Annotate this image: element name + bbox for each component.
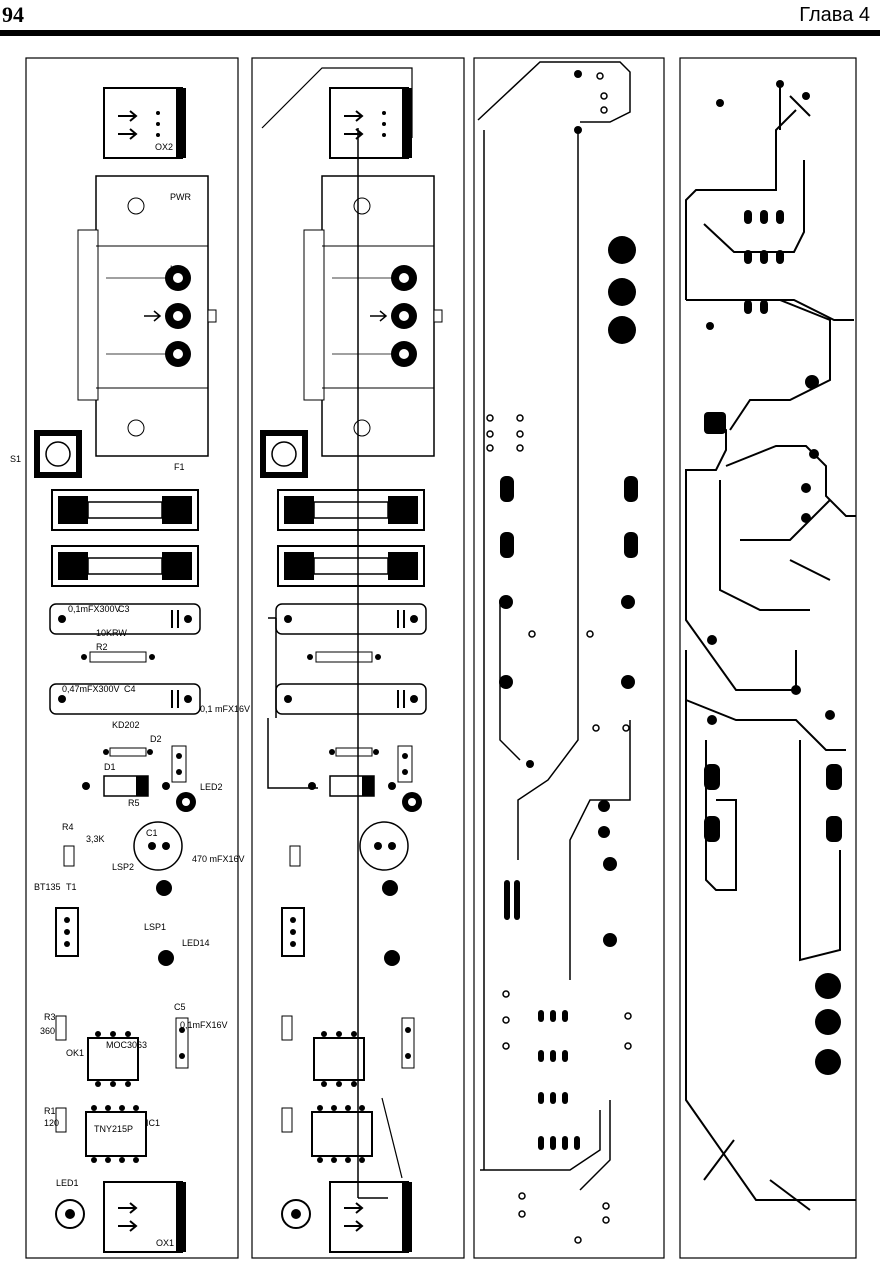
pcb-panel-3 <box>473 57 665 1259</box>
label-ic1-val: TNY215P <box>94 1124 133 1134</box>
label-lsp1: LSP1 <box>144 922 166 932</box>
header-rule <box>0 30 880 36</box>
layout-panel-1 <box>25 57 239 1259</box>
label-r4: R4 <box>62 822 74 832</box>
pcb-panel-4 <box>679 57 857 1259</box>
layout-panel-2 <box>251 57 465 1259</box>
label-c3: C3 <box>118 604 130 614</box>
label-led2: LED2 <box>200 782 223 792</box>
label-c4: C4 <box>124 684 136 694</box>
label-r2-val: 10KRW <box>96 628 127 638</box>
label-t1: T1 <box>66 882 77 892</box>
label-ok1-val: MOC3063 <box>106 1040 147 1050</box>
label-pin-l: L <box>170 264 175 274</box>
page-number: 94 <box>2 2 24 27</box>
label-r5: R5 <box>128 798 140 808</box>
layout-panel-1-labels: OX2 PWR L N S1 F1 F2 0,1mFX300V C3 10KRW… <box>10 142 250 1248</box>
pcb-figure: OX2 PWR L N S1 F1 F2 0,1mFX300V C3 10KRW… <box>10 57 857 1259</box>
page-header: 94 Глава 4 <box>0 0 880 40</box>
chapter-title: Глава 4 <box>799 4 870 26</box>
label-f2: F2 <box>174 516 185 526</box>
label-f1: F1 <box>174 462 185 472</box>
label-r2: R2 <box>96 642 108 652</box>
label-r1: R1 <box>44 1106 56 1116</box>
label-t1-val: BT135 <box>34 882 61 892</box>
label-ox1: OX1 <box>156 1238 174 1248</box>
label-r3-val: 360 <box>40 1026 55 1036</box>
label-ic1: IC1 <box>146 1118 160 1128</box>
label-c4-val: 0,47mFX300V <box>62 684 120 694</box>
label-pin-n: N <box>170 342 177 352</box>
label-pwr: PWR <box>170 192 191 202</box>
label-d1: D1 <box>104 762 116 772</box>
label-r3: R3 <box>44 1012 56 1022</box>
label-lsp1-val: LED14 <box>182 938 210 948</box>
label-r4-val: 3,3K <box>86 834 105 844</box>
label-c5-val: 0,1mFX16V <box>180 1020 228 1030</box>
label-d2: D2 <box>150 734 162 744</box>
label-c1-val: 470 mFX16V <box>192 854 245 864</box>
label-s1: S1 <box>10 454 21 464</box>
label-c5: C5 <box>174 1002 186 1012</box>
label-r1-val: 120 <box>44 1118 59 1128</box>
label-ok1: OK1 <box>66 1048 84 1058</box>
label-d2-val: KD202 <box>112 720 140 730</box>
label-ox2: OX2 <box>155 142 173 152</box>
label-lsp2: LSP2 <box>112 862 134 872</box>
label-c2-val: 0,1 mFX16V <box>200 704 250 714</box>
label-c1: C1 <box>146 828 158 838</box>
label-c3-val: 0,1mFX300V <box>68 604 121 614</box>
label-led1: LED1 <box>56 1178 79 1188</box>
